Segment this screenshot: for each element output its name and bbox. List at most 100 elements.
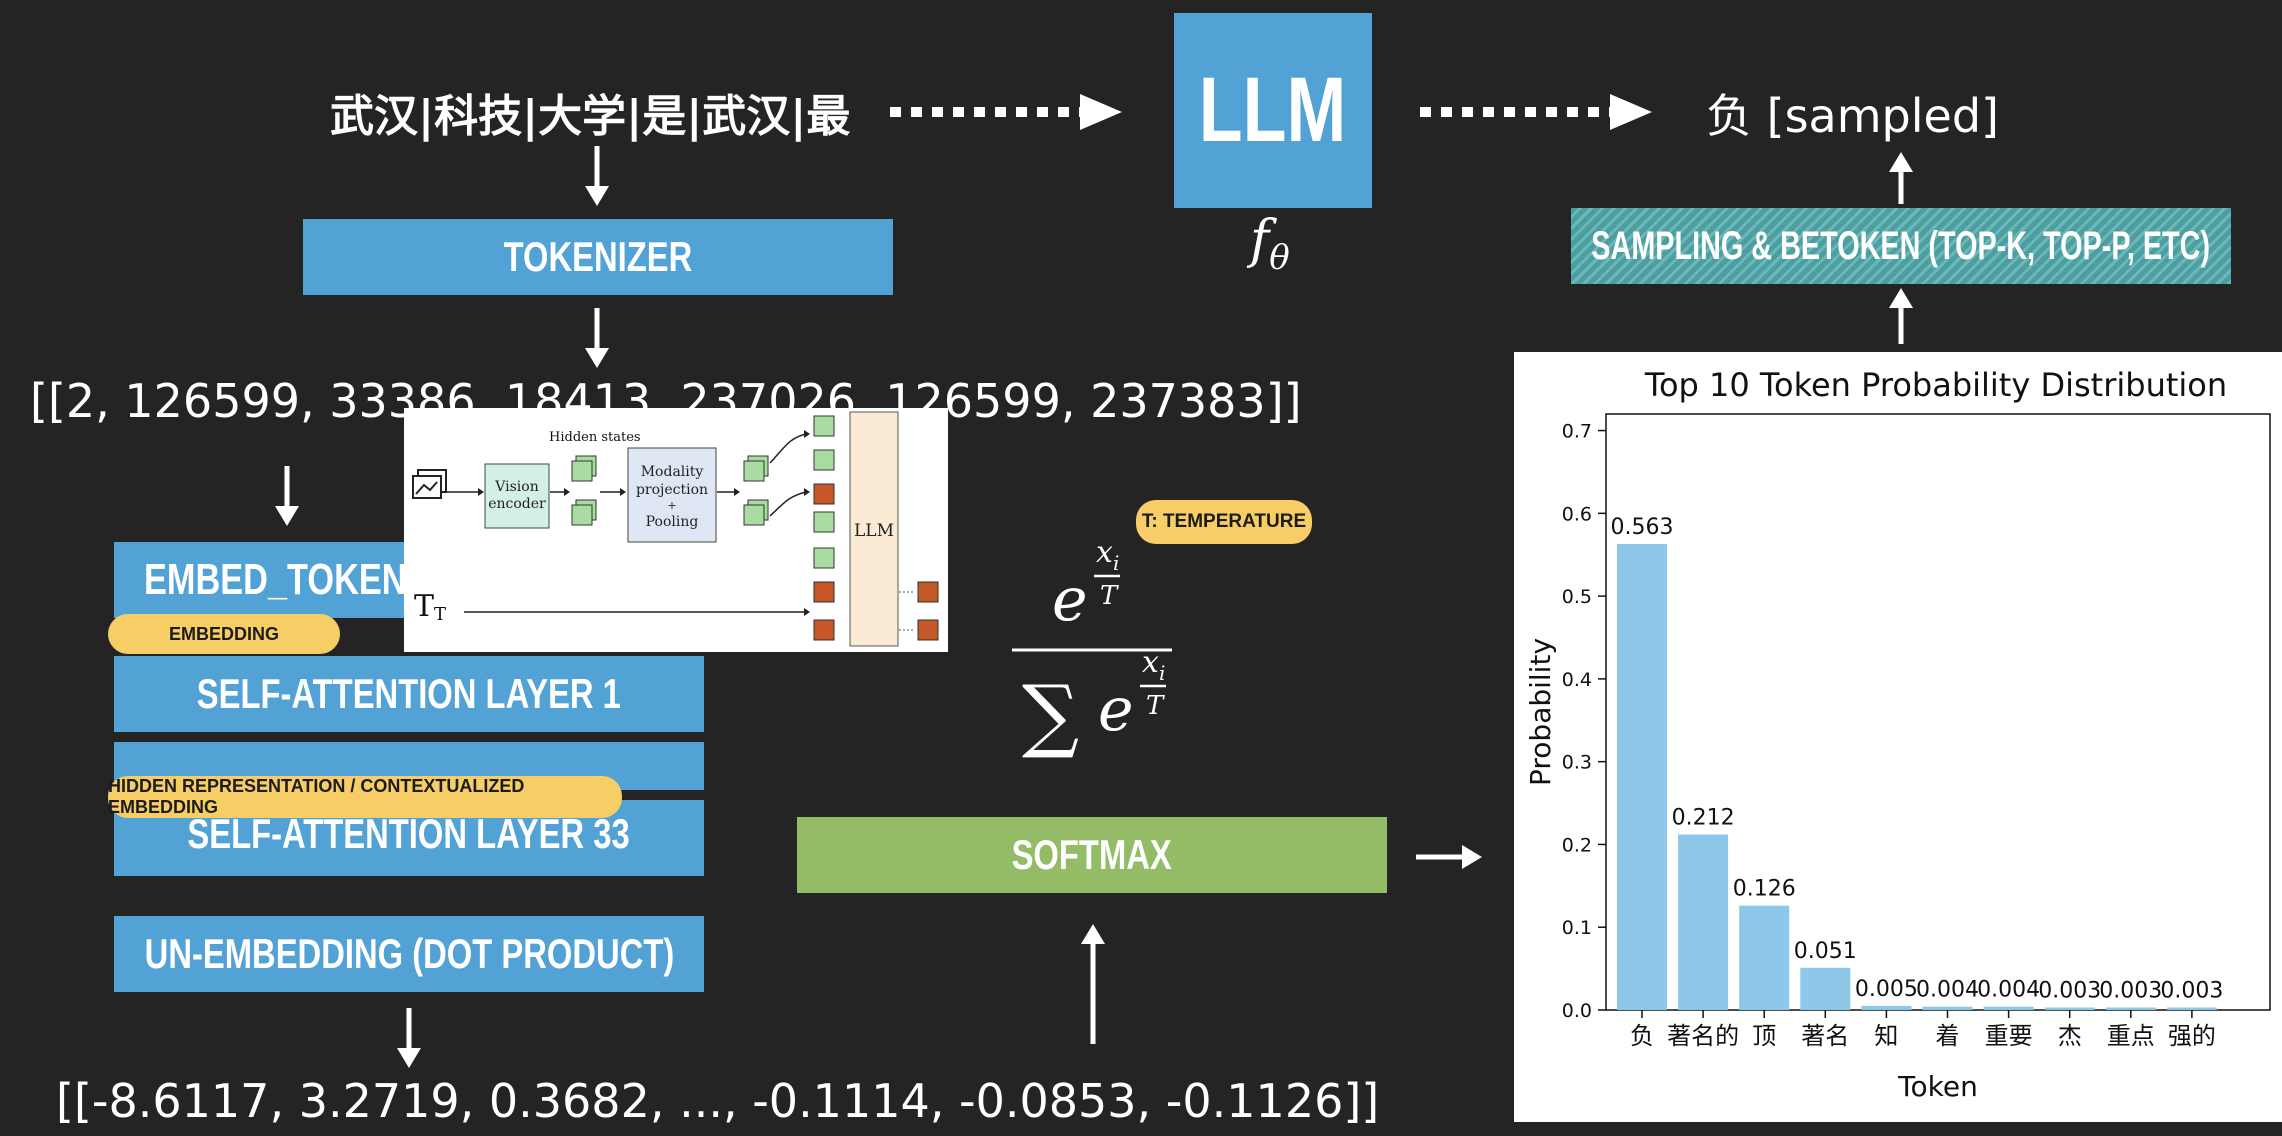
- arrow-logits-to-softmax: [1081, 924, 1105, 1044]
- dotted-arrow-input-to-llm: [890, 94, 1122, 130]
- bar-value-label: 0.051: [1794, 939, 1857, 964]
- x-tick-label: 负: [1630, 1022, 1654, 1050]
- unembedding-label: UN-EMBEDDING (DOT PRODUCT): [144, 930, 674, 977]
- llm-box-label: LLM: [1199, 59, 1347, 161]
- numerator-base: e: [1052, 565, 1088, 635]
- sampling-box: SAMPLING & BETOKEN (TOP-K, TOP-P, ETC): [1571, 208, 2231, 284]
- bar-value-label: 0.126: [1733, 877, 1796, 902]
- bar: [2044, 1007, 2095, 1010]
- chart-title: Top 10 Token Probability Distribution: [1644, 366, 2227, 404]
- arrow-input-to-tokenizer: [585, 146, 609, 206]
- probability-chart-panel: Top 10 Token Probability Distribution 0.…: [1514, 352, 2282, 1122]
- bar-value-label: 0.563: [1611, 515, 1674, 540]
- hidden-representation-badge: HIDDEN REPRESENTATION / CONTEXTUALIZED E…: [108, 776, 622, 818]
- bar: [2166, 1007, 2217, 1010]
- inset-llm-label: LLM: [854, 521, 894, 541]
- y-tick-label: 0.6: [1562, 503, 1592, 525]
- softmax-formula: e x i T ∑ e x i T: [1012, 535, 1172, 760]
- vision-encoder-box: [484, 463, 550, 529]
- input-text: 武汉|科技|大学|是|武汉|最: [330, 91, 851, 142]
- bar: [1861, 1005, 1912, 1010]
- bar: [2105, 1007, 2156, 1010]
- tokenizer-box: TOKENIZER: [303, 219, 893, 295]
- self-attention-layer-1-label: SELF-ATTENTION LAYER 1: [196, 670, 622, 717]
- logits-text: [[-8.6117, 3.2719, 0.3682, ..., -0.1114,…: [56, 1074, 1380, 1128]
- denominator-base: e: [1098, 675, 1134, 745]
- softmax-box: SOFTMAX: [797, 817, 1387, 893]
- denominator-exp-var: x: [1142, 645, 1159, 680]
- modality-label-1: Modality: [641, 464, 704, 480]
- arrow-sampling-to-output: [1889, 152, 1913, 204]
- llm-symbol-sub: θ: [1269, 237, 1290, 278]
- bar-value-label: 0.003: [2160, 979, 2223, 1004]
- x-tick-label: 杰: [2058, 1022, 2082, 1050]
- numerator-exp-den: T: [1100, 581, 1119, 611]
- bar-value-label: 0.003: [2038, 979, 2101, 1004]
- tokenizer-label: TOKENIZER: [503, 233, 693, 280]
- inset-svg: Hidden states Vision encoder Modality pr…: [412, 411, 939, 647]
- x-tick-label: 强的: [2168, 1022, 2216, 1050]
- sampling-label: SAMPLING & BETOKEN (TOP-K, TOP-P, ETC): [1591, 223, 2211, 268]
- numerator-exp-var: x: [1096, 535, 1113, 570]
- y-tick-label: 0.0: [1562, 1000, 1592, 1022]
- vision-encoder-label-2: encoder: [488, 496, 546, 512]
- arrow-ids-to-embed: [275, 466, 299, 526]
- hidden-state-stack-2: [743, 455, 769, 526]
- arrow-softmax-to-chart: [1416, 845, 1482, 869]
- temperature-badge: T: TEMPERATURE: [1136, 500, 1312, 544]
- arrow-unembed-to-logits: [397, 1008, 421, 1068]
- x-axis-ticks: 负著名的顶著名知 着重要杰重点强的: [1630, 1010, 2216, 1050]
- dotted-arrow-llm-to-output: [1420, 94, 1652, 130]
- denominator-exp-sub: i: [1159, 661, 1165, 685]
- modality-label-4: Pooling: [646, 514, 699, 530]
- hidden-state-stack-1: [571, 455, 597, 526]
- bar: [1922, 1006, 1973, 1010]
- x-tick-label: 重点: [2107, 1022, 2155, 1050]
- self-attention-layer-1-box: SELF-ATTENTION LAYER 1: [114, 656, 704, 732]
- modality-projection-box: [627, 447, 717, 543]
- x-tick-label: 著名的: [1667, 1022, 1739, 1050]
- x-tick-label: 顶: [1752, 1022, 1776, 1050]
- bar: [1739, 905, 1790, 1010]
- inset-hidden-states-label: Hidden states: [549, 430, 641, 445]
- y-tick-label: 0.7: [1562, 421, 1592, 443]
- y-tick-label: 0.2: [1562, 834, 1592, 856]
- image-icon: [412, 469, 447, 499]
- arrow-chart-to-sampling: [1889, 288, 1913, 344]
- x-axis-label: Token: [1897, 1070, 1978, 1103]
- bar: [1800, 967, 1851, 1010]
- vlm-architecture-inset: Hidden states Vision encoder Modality pr…: [404, 408, 948, 652]
- embedding-badge: EMBEDDING: [108, 614, 340, 654]
- x-tick-label: 知: [1874, 1022, 1898, 1050]
- bar-value-label: 0.004: [1977, 978, 2040, 1003]
- embed-tokens-label: EMBED_TOKENS: [144, 555, 430, 604]
- numerator-exp-sub: i: [1113, 551, 1119, 575]
- llm-box: LLM: [1174, 13, 1372, 208]
- unembedding-box: UN-EMBEDDING (DOT PRODUCT): [114, 916, 704, 992]
- watermark: CSDN @安如衫: [1995, 1080, 2268, 1124]
- bar: [1983, 1006, 2034, 1010]
- inset-llm-box: [849, 411, 899, 647]
- text-token-main: T: [414, 589, 434, 624]
- y-axis-label: Probability: [1524, 638, 1557, 786]
- output-token-column: [917, 581, 939, 641]
- x-tick-label: 重要: [1985, 1022, 2033, 1050]
- x-tick-label: 著名: [1801, 1022, 1849, 1050]
- vision-encoder-label-1: Vision: [494, 479, 538, 495]
- modality-label-2: projection: [636, 482, 708, 498]
- text-token-sub: T: [434, 604, 446, 625]
- bar: [1678, 834, 1729, 1010]
- y-tick-label: 0.3: [1562, 752, 1592, 774]
- arrow-tokenizer-to-ids: [585, 308, 609, 368]
- llm-symbol-f: f: [1250, 210, 1270, 270]
- input-token-column: [813, 415, 835, 641]
- bar-value-label: 0.003: [2099, 979, 2162, 1004]
- x-tick-label: 着: [1936, 1022, 1960, 1050]
- y-tick-label: 0.5: [1562, 586, 1592, 608]
- bars: 0.5630.2120.1260.0510.0050.0040.0040.003…: [1611, 515, 2223, 1010]
- denominator-exp-den: T: [1146, 691, 1165, 721]
- bar-value-label: 0.212: [1672, 806, 1735, 831]
- y-tick-label: 0.4: [1562, 669, 1592, 691]
- text-token-label: TT: [414, 589, 446, 625]
- y-tick-label: 0.1: [1562, 917, 1592, 939]
